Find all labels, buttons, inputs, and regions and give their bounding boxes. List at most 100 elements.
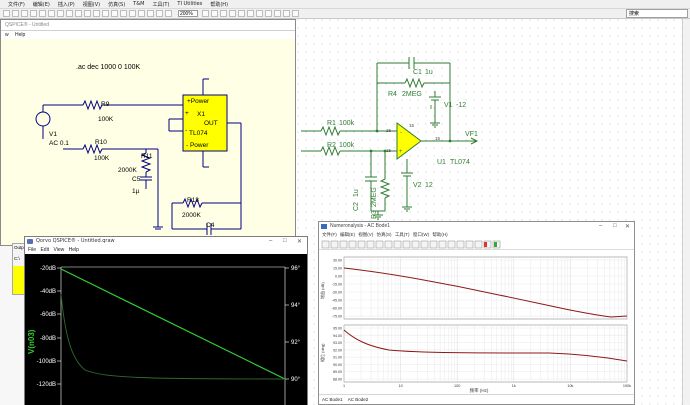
x-tick-label: 1k xyxy=(512,384,516,388)
maximize-icon[interactable]: □ xyxy=(613,223,617,229)
qspice-waveform-window[interactable]: Qorvo QSPICE® - Untitled.qraw – □ ✕ File… xyxy=(24,236,308,405)
waveform-menubar: File Edit View Help xyxy=(25,246,307,254)
menu-view[interactable]: 视图(V) xyxy=(82,1,101,8)
r10-value: 100K xyxy=(94,155,110,162)
menu-file[interactable]: 文件(F) xyxy=(8,1,25,8)
menu-tools[interactable]: 工具(T) xyxy=(394,232,410,237)
phase-axis-label: 相位 (deg) xyxy=(319,343,325,362)
toolbar-button[interactable] xyxy=(111,10,118,17)
menu-ti-utilities[interactable]: TI Utilities xyxy=(177,1,203,7)
c1-label: C1 xyxy=(413,69,422,76)
v2-value: 12 xyxy=(425,182,433,189)
v1-value: AC 0.1 xyxy=(49,140,69,147)
menu-file[interactable]: File xyxy=(28,247,37,253)
vf1-label: VF1 xyxy=(465,131,478,138)
window-title: QSPICE® - Untitled xyxy=(1,20,295,31)
menu-window[interactable]: 窗口(W) xyxy=(412,232,430,237)
toolbar-button[interactable] xyxy=(165,10,172,17)
gain-tick-label: 0.00 xyxy=(335,275,342,279)
toolbar-button[interactable] xyxy=(75,10,82,17)
r10-label: R10 xyxy=(95,139,107,146)
toolbar-button[interactable] xyxy=(3,10,10,17)
phase-tick-label: 91.00 xyxy=(333,356,342,360)
minimize-icon[interactable]: – xyxy=(269,238,273,244)
r1-label: R1 xyxy=(327,120,336,127)
menu-edit[interactable]: 编辑(E) xyxy=(340,232,356,237)
menu-help[interactable]: 帮助(H) xyxy=(210,1,229,8)
pin-label: 15 xyxy=(435,136,441,141)
v1-value: -12 xyxy=(456,102,466,109)
output-path: C:\ xyxy=(14,256,20,261)
toolbar-button[interactable] xyxy=(39,10,46,17)
y-tick-label: -100dB xyxy=(37,359,56,365)
r2-value: 100k xyxy=(339,142,355,149)
search-input[interactable]: 搜索 xyxy=(626,9,688,18)
x-tick-label: 100k xyxy=(623,384,631,388)
r3-label: R3 xyxy=(371,210,378,219)
toolbar-button[interactable] xyxy=(247,10,254,17)
toolbar-button[interactable] xyxy=(211,10,218,17)
toolbar-button[interactable] xyxy=(30,10,37,17)
menu-edit[interactable]: Edit xyxy=(40,247,50,253)
ac-analysis-window[interactable]: Numeronalysis - AC Bode1 – □ ✕ 文件(F) 编辑(… xyxy=(318,221,635,405)
toolbar-button[interactable] xyxy=(120,10,127,17)
toolbar-button[interactable] xyxy=(265,10,272,17)
menu-edit[interactable]: 编辑(E) xyxy=(32,1,50,8)
menu-tm[interactable]: T&M xyxy=(133,1,145,7)
toolbar-button[interactable] xyxy=(202,10,209,17)
close-icon[interactable]: ✕ xyxy=(297,239,303,245)
toolbar-button[interactable] xyxy=(283,10,290,17)
toolbar-button[interactable] xyxy=(66,10,73,17)
toolbar-button[interactable] xyxy=(147,10,154,17)
menu-view[interactable]: 视图(V) xyxy=(358,232,374,237)
toolbar-button[interactable] xyxy=(129,10,136,17)
toolbar-button[interactable] xyxy=(102,10,109,17)
menu-tools[interactable]: 工具(T) xyxy=(152,1,170,8)
gain-tick-label: -60.00 xyxy=(332,307,342,311)
c4-label: C4 xyxy=(206,222,215,229)
opamp-u1[interactable] xyxy=(396,122,422,160)
toolbar-button[interactable] xyxy=(274,10,281,17)
menu-view[interactable]: View xyxy=(53,247,65,253)
y-tick-label: -40dB xyxy=(40,289,56,295)
minimize-icon[interactable]: – xyxy=(599,223,603,229)
toolbar-button[interactable] xyxy=(21,10,28,17)
toolbar-button[interactable] xyxy=(138,10,145,17)
menu-insert[interactable]: 插入(P) xyxy=(57,1,75,8)
pin-label: - Power xyxy=(186,142,209,149)
toolbar-button[interactable] xyxy=(220,10,227,17)
phase-tick-label: 93.00 xyxy=(333,341,342,345)
toolbar-button[interactable] xyxy=(57,10,64,17)
menu-help[interactable]: 帮助(H) xyxy=(432,232,448,237)
menu-help[interactable]: Help xyxy=(15,32,26,38)
maximize-icon[interactable]: □ xyxy=(283,238,287,244)
toolbar-button[interactable] xyxy=(12,10,19,17)
menu-help[interactable]: Help xyxy=(68,247,79,253)
waveform-plot[interactable]: -20dB -40dB -60dB -80dB -100dB -120dB 96… xyxy=(25,254,307,405)
toolbar-button[interactable] xyxy=(229,10,236,17)
toolbar-button[interactable] xyxy=(48,10,55,17)
menu-simulate[interactable]: 仿真(S) xyxy=(108,1,126,8)
toolbar-button[interactable] xyxy=(292,10,299,17)
toolbar-button[interactable] xyxy=(156,10,163,17)
pin-label: + xyxy=(185,110,189,117)
tab-ac-bode2[interactable]: AC Bode2 xyxy=(347,397,369,402)
tab-ac-bode1[interactable]: AC Bode1 xyxy=(322,397,343,402)
bode-plot[interactable]: 30.0015.000.00-15.00-30.00-45.00-60.00-7… xyxy=(319,251,634,394)
canvas-vertical-scrollbar[interactable] xyxy=(682,19,690,405)
toolbar-button[interactable] xyxy=(238,10,245,17)
toolbar-button[interactable] xyxy=(93,10,100,17)
menu-simulate[interactable]: 仿真(S) xyxy=(376,232,392,237)
menu-window[interactable]: w xyxy=(5,32,9,38)
zoom-select[interactable]: 200% xyxy=(178,10,198,17)
toolbar-button[interactable] xyxy=(84,10,91,17)
close-icon[interactable]: ✕ xyxy=(625,224,631,230)
analysis-tabs: AC Bode1 AC Bode2 xyxy=(319,394,634,404)
opamp-x1[interactable] xyxy=(182,94,228,152)
output-window[interactable]: Outp C:\ xyxy=(12,243,26,295)
r11-value: 2000K xyxy=(118,167,137,174)
toolbar-button[interactable] xyxy=(256,10,263,17)
menu-file[interactable]: 文件(F) xyxy=(322,232,337,237)
r1-value: 100k xyxy=(339,120,355,127)
qspice-schematic-window[interactable]: QSPICE® - Untitled w Help .ac dec 1000 0… xyxy=(0,19,296,246)
